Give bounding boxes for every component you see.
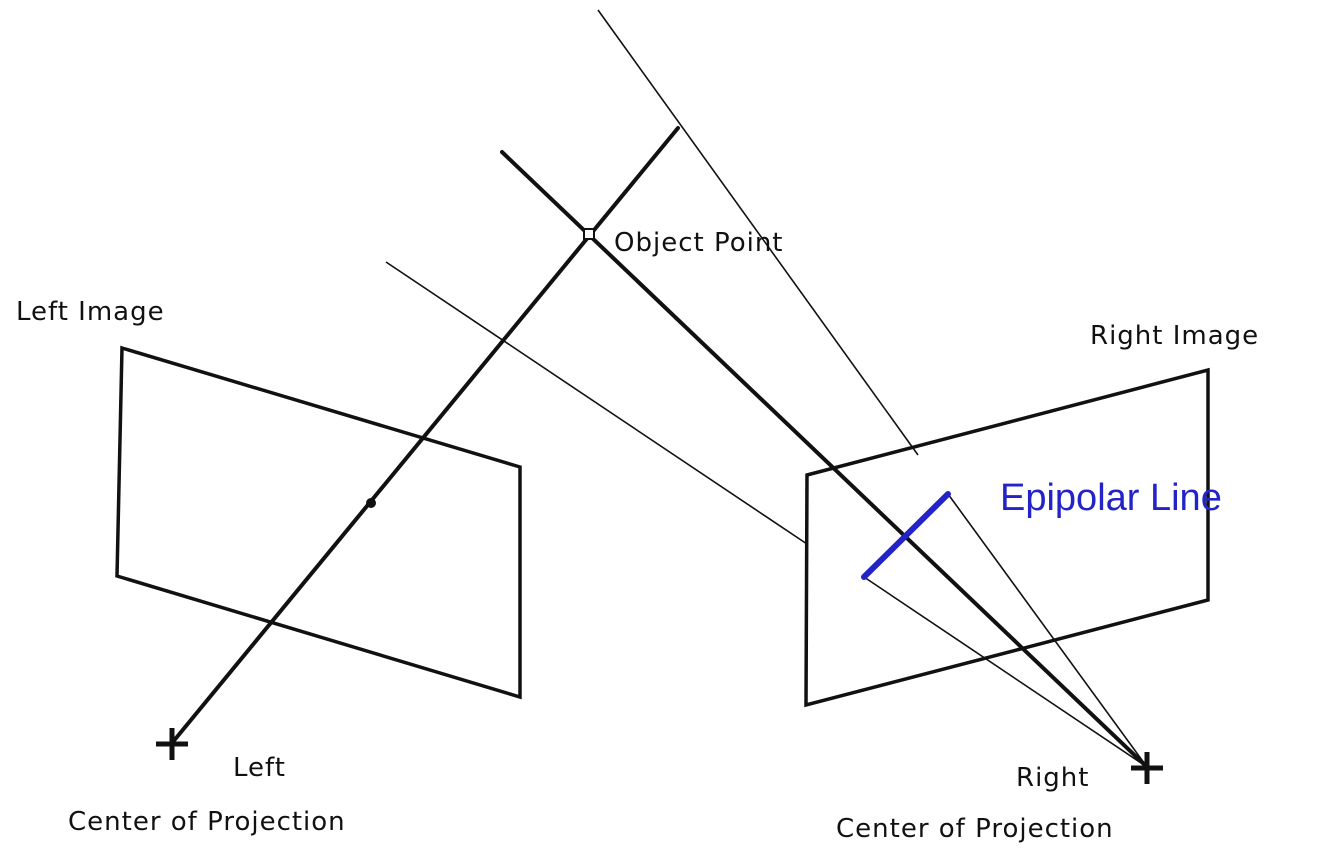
thin-ray-epipolar-start — [863, 576, 1148, 768]
left-image-plane — [115, 345, 522, 700]
left-cop-label-line2: Center of Projection — [68, 807, 346, 837]
thin-ray-epipolar-end — [947, 493, 1148, 768]
object-point-label: Object Point — [614, 228, 784, 258]
object-point-marker — [583, 228, 595, 240]
right-center-of-projection-cross — [1131, 752, 1163, 784]
left-center-of-projection-cross — [156, 728, 188, 760]
left-cop-label-line1: Left — [233, 753, 286, 783]
right-ray-line — [500, 150, 1149, 769]
thin-ray-top — [597, 9, 919, 456]
right-image-plane — [804, 367, 1210, 708]
right-image-label: Right Image — [1090, 321, 1259, 351]
thin-ray-left — [385, 261, 808, 545]
left-image-label: Left Image — [16, 297, 165, 327]
epipolar-line — [861, 491, 951, 580]
left-ray-line — [170, 126, 680, 745]
right-cop-label-line1: Right — [1016, 763, 1089, 793]
epipolar-line-label: Epipolar Line — [1000, 477, 1222, 519]
left-image-point — [366, 498, 376, 508]
right-cop-label-line2: Center of Projection — [836, 814, 1114, 844]
